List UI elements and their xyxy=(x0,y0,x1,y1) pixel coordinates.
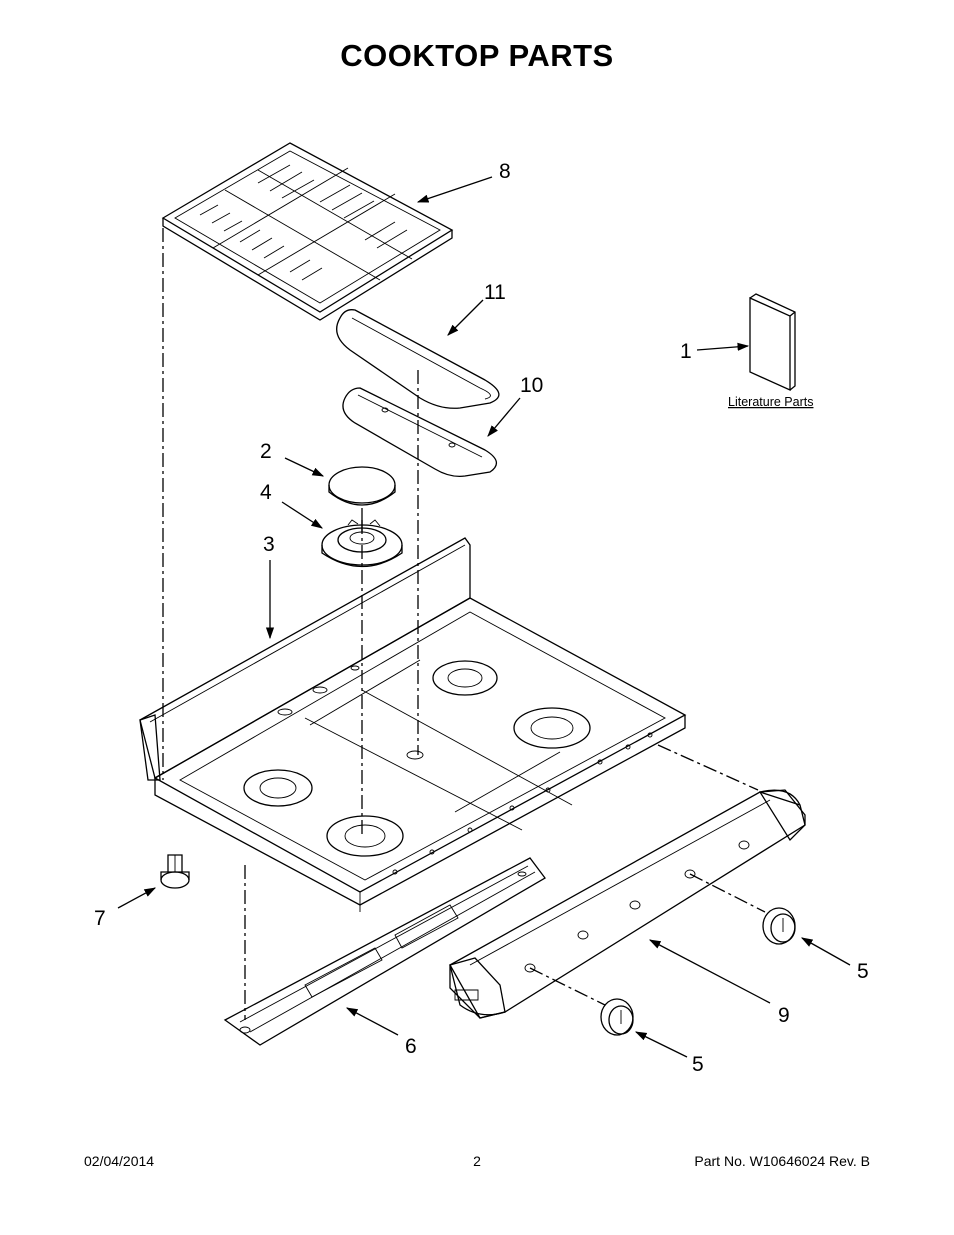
gasket-part-10[interactable] xyxy=(342,387,497,477)
bracket-part-6[interactable] xyxy=(223,857,546,1046)
callout-5-left: 5 xyxy=(692,1053,704,1076)
callout-2: 2 xyxy=(260,440,272,463)
callout-4: 4 xyxy=(260,481,272,504)
burner-cover-part-11[interactable] xyxy=(336,309,500,409)
leader-arrows xyxy=(117,176,851,1058)
callout-8: 8 xyxy=(499,160,511,183)
page-title: COOKTOP PARTS xyxy=(340,38,614,73)
callout-9: 9 xyxy=(778,1004,790,1027)
footer-part-number: Part No. W10646024 Rev. B xyxy=(694,1153,870,1169)
literature-parts-label: Literature Parts xyxy=(728,395,813,409)
ferrule-part-7[interactable] xyxy=(160,854,190,889)
grate-part-8[interactable] xyxy=(161,142,454,321)
knob-part-5-right[interactable] xyxy=(762,907,796,945)
footer-date: 02/04/2014 xyxy=(84,1153,155,1169)
callout-10: 10 xyxy=(520,374,543,397)
callout-5-right: 5 xyxy=(857,960,869,983)
callout-6: 6 xyxy=(405,1035,417,1058)
callout-7: 7 xyxy=(94,907,106,930)
cooktop-edge-holes xyxy=(392,732,653,875)
control-panel-part-9[interactable] xyxy=(449,789,806,1019)
footer-page-number: 2 xyxy=(473,1153,481,1169)
panel-knob-holes xyxy=(524,840,750,973)
callout-labels: 8 11 1 10 2 4 3 7 5 9 6 5 Literature Par… xyxy=(94,160,869,1076)
knob-part-5-left[interactable] xyxy=(600,998,634,1036)
callout-1: 1 xyxy=(680,340,692,363)
burner-cap-part-2[interactable] xyxy=(328,466,396,506)
cooktop-burner-openings xyxy=(243,660,591,857)
callout-11: 11 xyxy=(484,281,506,304)
assembly-lines xyxy=(162,228,766,1020)
callout-3: 3 xyxy=(263,533,275,556)
literature-part-1[interactable] xyxy=(749,293,796,392)
cooktop-part-3[interactable] xyxy=(139,537,687,912)
